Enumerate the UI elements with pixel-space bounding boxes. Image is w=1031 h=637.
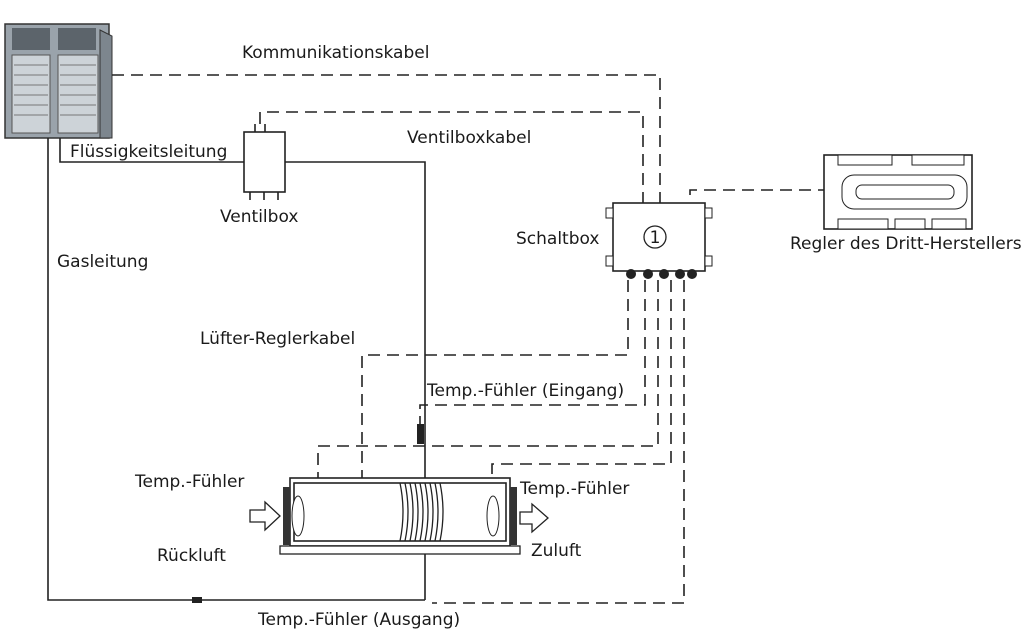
third-party-controller-icon (823, 154, 973, 230)
label-ventilboxkabel: Ventilboxkabel (407, 128, 531, 148)
label-regler: Regler des Dritt-Herstellers (790, 234, 1022, 254)
switch-box-icon: 1 (605, 202, 713, 279)
inlet-temp-sensor-icon (417, 424, 424, 444)
label-temp-right: Temp.-Fühler (519, 479, 629, 499)
label-zuluft: Zuluft (531, 541, 582, 561)
label-schaltbox: Schaltbox (516, 229, 599, 249)
label-rueckluft: Rückluft (157, 546, 226, 566)
label-gasleitung: Gasleitung (57, 252, 148, 272)
label-temp-eingang: Temp.-Fühler (Eingang) (426, 381, 624, 401)
label-luefter-reglerkabel: Lüfter-Reglerkabel (200, 329, 355, 349)
refrigerant-pipes (47, 138, 426, 601)
switch-box-number: 1 (650, 228, 661, 248)
label-temp-left: Temp.-Fühler (134, 472, 244, 492)
label-temp-ausgang: Temp.-Fühler (Ausgang) (257, 610, 460, 630)
outdoor-unit-icon (4, 23, 113, 139)
outlet-temp-sensor-icon (192, 597, 202, 603)
label-kommunikationskabel: Kommunikationskabel (242, 43, 429, 63)
air-handling-unit-icon (249, 477, 549, 555)
valve-box-icon (243, 124, 286, 200)
label-ventilbox: Ventilbox (220, 207, 298, 227)
label-fluessigkeitsleitung: Flüssigkeitsleitung (70, 142, 227, 162)
